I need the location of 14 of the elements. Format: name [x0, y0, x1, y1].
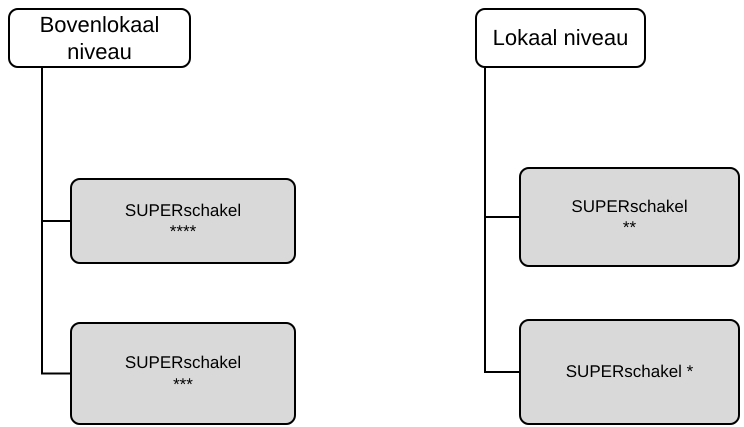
level-box [8, 8, 191, 68]
level-title: Lokaal niveau [492, 24, 628, 52]
connector-line [41, 68, 70, 374]
item-label: SUPERschakel *** [124, 352, 242, 395]
connector-line [484, 68, 519, 373]
item-label: SUPERschakel **** [124, 200, 242, 242]
item-box [519, 167, 740, 267]
level-title: Bovenlokaal niveau [38, 10, 160, 66]
item-box [70, 178, 296, 264]
item-label: SUPERschakel ** [570, 196, 689, 238]
item-box [70, 322, 296, 425]
item-box [519, 319, 740, 425]
item-label: SUPERschakel * [566, 361, 694, 383]
level-box [475, 8, 646, 68]
